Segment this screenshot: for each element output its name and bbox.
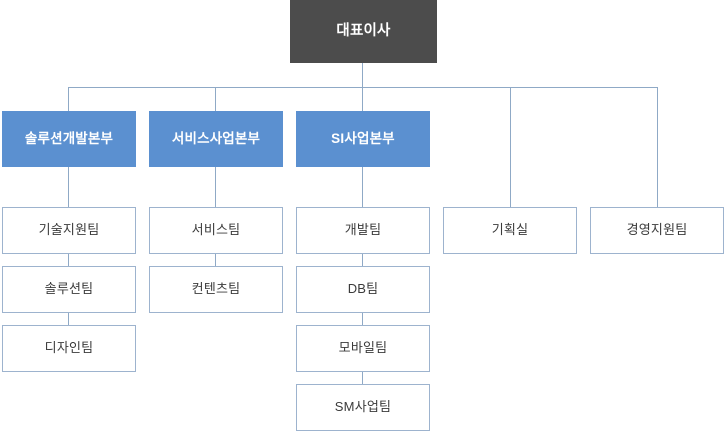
node-team-solution[interactable]: 솔루션팀 [2,266,136,313]
connector-drop-col4 [510,87,511,207]
connector-col3-r1-r2 [362,254,363,266]
node-team-planning-office[interactable]: 기획실 [443,207,577,254]
node-ceo[interactable]: 대표이사 [290,0,437,63]
node-team-management-support[interactable]: 경영지원팀 [590,207,724,254]
node-team-service[interactable]: 서비스팀 [149,207,283,254]
connector-col3-r3-r4 [362,372,363,384]
node-team-db[interactable]: DB팀 [296,266,430,313]
connector-col2-r1-r2 [215,254,216,266]
node-team-tech-support[interactable]: 기술지원팀 [2,207,136,254]
connector-div1-team1 [68,167,69,207]
connector-ceo-stem [362,63,363,88]
connector-col1-r1-r2 [68,254,69,266]
node-division-si-business[interactable]: SI사업본부 [296,111,430,167]
connector-level1-bus [68,87,658,88]
node-division-solution-development[interactable]: 솔루션개발본부 [2,111,136,167]
node-team-development[interactable]: 개발팀 [296,207,430,254]
connector-drop-col2 [215,87,216,111]
node-team-sm-business[interactable]: SM사업팀 [296,384,430,431]
connector-div3-team1 [362,167,363,207]
connector-drop-col5 [657,87,658,207]
connector-drop-col3 [362,87,363,111]
connector-drop-col1 [68,87,69,111]
node-team-mobile[interactable]: 모바일팀 [296,325,430,372]
connector-col3-r2-r3 [362,313,363,325]
connector-div2-team1 [215,167,216,207]
connector-col1-r2-r3 [68,313,69,325]
node-team-contents[interactable]: 컨텐츠팀 [149,266,283,313]
node-division-service-business[interactable]: 서비스사업본부 [149,111,283,167]
node-team-design[interactable]: 디자인팀 [2,325,136,372]
